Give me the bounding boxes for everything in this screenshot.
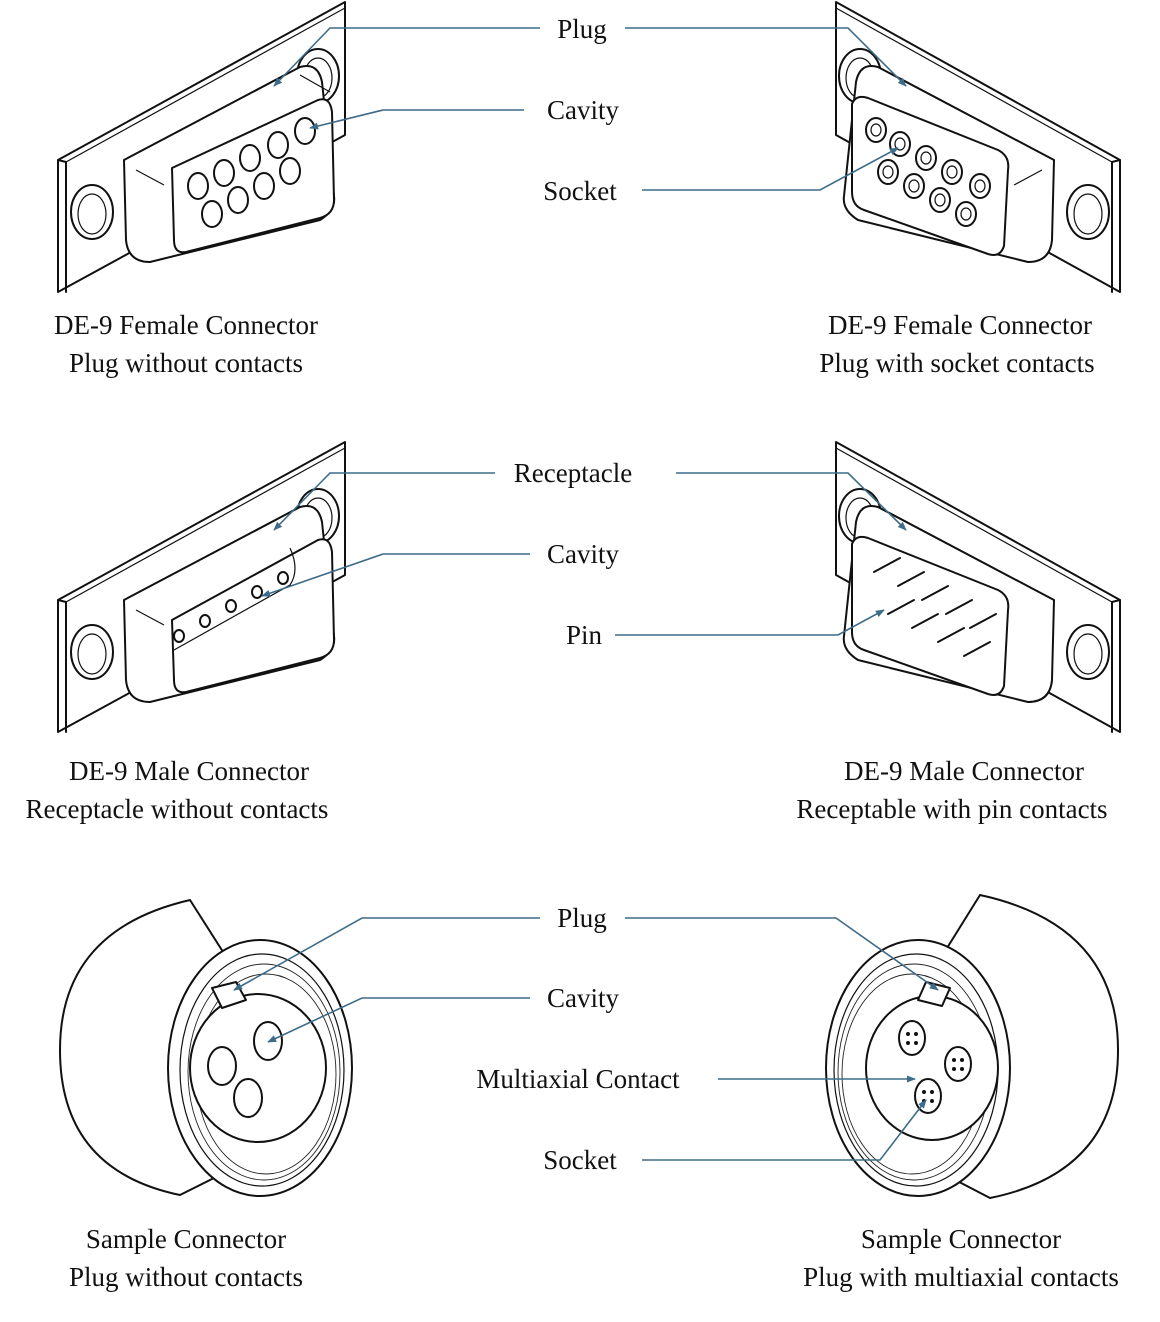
pin-contacts bbox=[873, 557, 997, 657]
label-socket: Socket bbox=[543, 1145, 617, 1175]
label-plug: Plug bbox=[557, 14, 607, 44]
leader-socket-sample bbox=[642, 1099, 927, 1161]
caption-title: DE-9 Male Connector bbox=[69, 756, 309, 786]
captions: DE-9 Female Connector Plug without conta… bbox=[26, 310, 1119, 1292]
caption-subtitle: Plug with socket contacts bbox=[819, 348, 1094, 378]
de9-male-pin-illustration bbox=[835, 441, 1121, 733]
label-socket: Socket bbox=[543, 176, 617, 206]
pin-cavities bbox=[173, 571, 289, 643]
leader-cavity-sample bbox=[267, 997, 530, 1043]
sample-connector-plain-illustration bbox=[59, 899, 353, 1197]
label-receptacle: Receptacle bbox=[514, 458, 632, 488]
caption-subtitle: Receptable with pin contacts bbox=[796, 794, 1107, 824]
leader-plug-left bbox=[273, 27, 540, 87]
caption-subtitle: Plug without contacts bbox=[69, 1262, 303, 1292]
socket-contacts bbox=[865, 117, 991, 227]
label-cavity: Cavity bbox=[547, 983, 619, 1013]
caption-title: Sample Connector bbox=[86, 1224, 286, 1254]
caption-subtitle: Plug with multiaxial contacts bbox=[803, 1262, 1119, 1292]
caption-title: DE-9 Female Connector bbox=[54, 310, 318, 340]
callout-labels: Plug Cavity Socket Receptacle Cavity Pin… bbox=[476, 14, 680, 1175]
cavity-holes bbox=[187, 117, 316, 228]
label-pin: Pin bbox=[566, 620, 603, 650]
leader-pin bbox=[615, 609, 885, 636]
caption-subtitle: Plug without contacts bbox=[69, 348, 303, 378]
leader-receptacle-left bbox=[273, 472, 495, 531]
caption-title: DE-9 Female Connector bbox=[828, 310, 1092, 340]
leader-lines bbox=[233, 27, 939, 1161]
leader-socket bbox=[642, 147, 899, 191]
label-multiaxial-contact: Multiaxial Contact bbox=[476, 1064, 680, 1094]
leader-receptacle-right bbox=[676, 472, 907, 531]
label-cavity: Cavity bbox=[547, 95, 619, 125]
sample-connector-multiaxial-illustration bbox=[825, 894, 1119, 1199]
de9-female-plain-illustration bbox=[57, 1, 346, 293]
caption-subtitle: Receptacle without contacts bbox=[26, 794, 329, 824]
caption-title: Sample Connector bbox=[861, 1224, 1061, 1254]
de9-female-socket-illustration bbox=[835, 1, 1121, 293]
leader-cavity bbox=[309, 109, 524, 130]
leader-plug-right bbox=[625, 27, 907, 87]
leader-plug-left-sample bbox=[233, 917, 540, 991]
de9-male-plain-illustration bbox=[57, 441, 346, 733]
leader-cavity-male bbox=[261, 553, 530, 597]
leader-plug-right-sample bbox=[625, 917, 939, 991]
caption-title: DE-9 Male Connector bbox=[844, 756, 1084, 786]
label-plug: Plug bbox=[557, 903, 607, 933]
label-cavity: Cavity bbox=[547, 539, 619, 569]
